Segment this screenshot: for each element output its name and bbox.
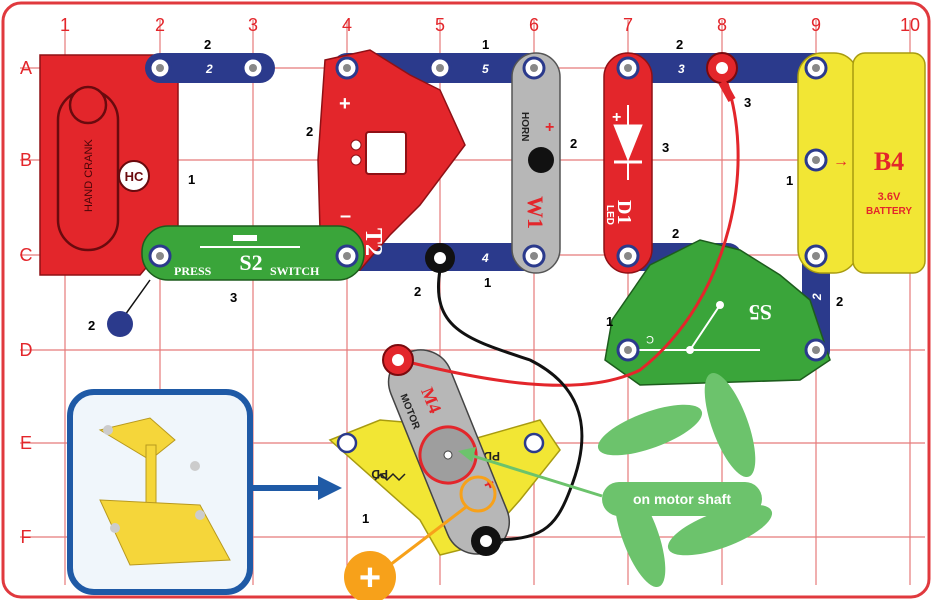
led-code: D1 bbox=[613, 200, 635, 224]
hand-crank-code: HC bbox=[125, 169, 144, 184]
switch-left-label: PRESS bbox=[174, 264, 212, 278]
wire-label: 4 bbox=[481, 251, 489, 265]
row-label: E bbox=[20, 433, 32, 453]
switch-right-label: SWITCH bbox=[270, 264, 320, 278]
led-part: + D1 LED bbox=[604, 53, 652, 273]
column-label: 6 bbox=[529, 15, 539, 35]
horn-plus: + bbox=[545, 119, 554, 136]
press-switch-part: S2 PRESS SWITCH bbox=[142, 226, 364, 280]
s5-count: 1 bbox=[606, 314, 613, 329]
pd-count: 1 bbox=[362, 511, 369, 526]
t2-minus: – bbox=[340, 205, 351, 227]
post-label: 1 bbox=[133, 321, 139, 333]
wire-label: 3 bbox=[678, 62, 685, 76]
horn-label: HORN bbox=[519, 112, 530, 141]
column-label: 2 bbox=[155, 15, 165, 35]
battery-label: BATTERY bbox=[866, 206, 912, 217]
horn-part: + HORN W1 bbox=[512, 53, 560, 273]
black-jumper-count: 2 bbox=[414, 284, 421, 299]
wire-count: 1 bbox=[484, 275, 491, 290]
column-label: 8 bbox=[717, 15, 727, 35]
wire-count: 1 bbox=[482, 37, 489, 52]
post-count: 2 bbox=[88, 318, 95, 333]
wire-label: 2 bbox=[205, 62, 213, 76]
column-label: 1 bbox=[60, 15, 70, 35]
wire-label: 2 bbox=[810, 293, 824, 301]
horn-code: W1 bbox=[523, 196, 548, 229]
hand-crank-label: HAND CRANK bbox=[83, 139, 95, 212]
column-label: 7 bbox=[623, 15, 633, 35]
wire-label: 5 bbox=[482, 62, 489, 76]
column-label: 4 bbox=[342, 15, 352, 35]
led-label: LED bbox=[604, 205, 615, 225]
s5-pin-c: C bbox=[646, 333, 654, 345]
switch-count: 3 bbox=[230, 290, 237, 305]
fan-label: on motor shaft bbox=[633, 491, 731, 507]
column-label: 9 bbox=[811, 15, 821, 35]
led-count: 3 bbox=[662, 140, 669, 155]
horn-count: 2 bbox=[570, 136, 577, 151]
wire-count: 2 bbox=[676, 37, 683, 52]
column-label: 10 bbox=[900, 15, 920, 35]
column-label: 5 bbox=[435, 15, 445, 35]
wire-count: 2 bbox=[836, 294, 843, 309]
red-jumper-count: 3 bbox=[744, 95, 751, 110]
switch-code: S2 bbox=[239, 250, 262, 275]
t2-count: 2 bbox=[306, 124, 313, 139]
s5-code: S5 bbox=[749, 300, 772, 325]
led-plus: + bbox=[612, 109, 621, 126]
row-label: F bbox=[21, 527, 32, 547]
battery-arrow: → bbox=[833, 153, 849, 170]
plus-badge-label: + bbox=[359, 557, 381, 599]
wire-count: 2 bbox=[204, 37, 211, 52]
row-label: A bbox=[20, 58, 32, 78]
hand-crank-count: 1 bbox=[188, 172, 195, 187]
post-snap bbox=[107, 311, 133, 337]
t2-plus: + bbox=[339, 93, 351, 115]
column-label: 3 bbox=[248, 15, 258, 35]
wire-count: 2 bbox=[672, 226, 679, 241]
battery-code: B4 bbox=[874, 147, 904, 176]
row-label: B bbox=[20, 150, 32, 170]
battery-voltage: 3.6V bbox=[878, 191, 901, 203]
inset-photo bbox=[70, 392, 250, 592]
battery-count: 1 bbox=[786, 173, 793, 188]
row-label: C bbox=[20, 245, 33, 265]
row-label: D bbox=[20, 340, 33, 360]
